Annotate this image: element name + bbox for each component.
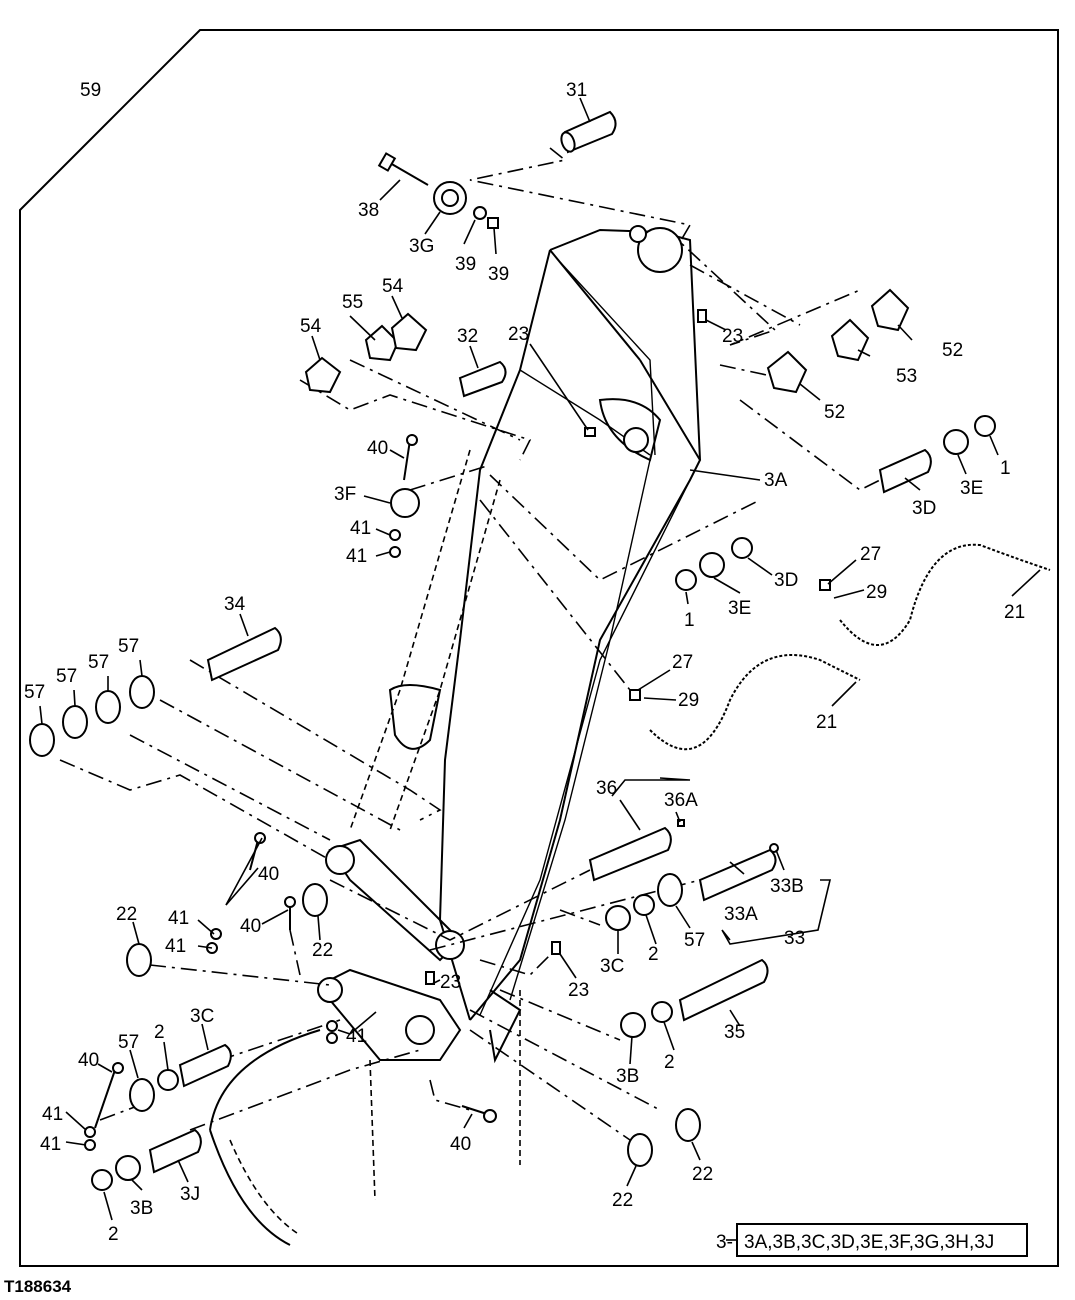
callout-label: 33A	[724, 904, 758, 925]
arm-assembly	[209, 225, 702, 1246]
callout-label: 2	[154, 1022, 165, 1043]
callout-label: 3G	[409, 236, 434, 257]
callout-label: 41	[42, 1104, 63, 1125]
callout-label: 35	[724, 1022, 745, 1043]
callout-label: 3C	[190, 1006, 214, 1027]
callout-label: 21	[816, 712, 837, 733]
callout-label: 41	[168, 908, 189, 929]
kit-note-items: 3A,3B,3C,3D,3E,3F,3G,3H,3J	[744, 1232, 994, 1253]
callout-label: 22	[612, 1190, 633, 1211]
callout-label: 29	[866, 582, 887, 603]
callout-label: 3D	[912, 498, 936, 519]
callout-label: 41	[165, 936, 186, 957]
callout-label: 40	[240, 916, 261, 937]
callout-label: 23	[440, 972, 461, 993]
callout-label: 34	[224, 594, 246, 615]
callout-label: 40	[78, 1050, 99, 1071]
callout-label: 3E	[960, 478, 983, 499]
callout-label: 3A	[764, 470, 788, 491]
callout-label: 57	[88, 652, 109, 673]
callout-label: 31	[566, 80, 587, 101]
callout-label: 2	[108, 1224, 119, 1245]
callout-label: 52	[824, 402, 845, 423]
callout-label: 57	[684, 930, 705, 951]
part-shapes	[29, 110, 1051, 1191]
callout-label: 3B	[616, 1066, 639, 1087]
callout-label: 22	[692, 1164, 713, 1185]
callout-label: 40	[450, 1134, 471, 1155]
callout-label: 2	[664, 1052, 675, 1073]
callout-label: 39	[488, 264, 509, 285]
callout-label: 22	[312, 940, 333, 961]
callout-label: 3J	[180, 1184, 200, 1205]
callout-label: 32	[457, 326, 478, 347]
callout-label: 39	[455, 254, 476, 275]
callout-label: 23	[722, 326, 743, 347]
callout-label: 55	[342, 292, 363, 313]
callout-label: 23	[508, 324, 529, 345]
callout-label: 22	[116, 904, 137, 925]
alignment-lines	[59, 147, 881, 1141]
callout-label: 41	[40, 1134, 61, 1155]
callout-label: 2	[648, 944, 659, 965]
callout-label: 3B	[130, 1198, 153, 1219]
callout-label: 3F	[334, 484, 356, 505]
callout-label: 23	[568, 980, 589, 1001]
callout-label: 3E	[728, 598, 751, 619]
callout-label: 3C	[600, 956, 624, 977]
callout-label: 33	[784, 928, 805, 949]
callout-label: 38	[358, 200, 379, 221]
callout-label: 57	[118, 636, 139, 657]
kit-note-prefix: 3-	[716, 1232, 733, 1253]
kit-note-box	[736, 1223, 1028, 1257]
callout-label: 27	[672, 652, 693, 673]
callout-label: 54	[300, 316, 322, 337]
callout-label: 59	[80, 80, 101, 101]
callout-label: 29	[678, 690, 699, 711]
leader-lines	[19, 97, 1041, 1241]
callout-label: 36	[596, 778, 617, 799]
callout-label: 33B	[770, 876, 804, 897]
callout-label: 40	[258, 864, 279, 885]
callout-label: 40	[367, 438, 388, 459]
callout-label: 36A	[664, 790, 698, 811]
callout-label: 41	[346, 546, 367, 567]
figure-reference: T188634	[4, 1277, 72, 1296]
callout-label: 54	[382, 276, 404, 297]
callout-label: 1	[684, 610, 695, 631]
callout-label: 57	[24, 682, 45, 703]
callout-label: 3D	[774, 570, 798, 591]
callout-label: 27	[860, 544, 881, 565]
callout-label: 57	[118, 1032, 139, 1053]
callout-label: 41	[346, 1026, 367, 1047]
callout-label: 41	[350, 518, 371, 539]
callout-label: 53	[896, 366, 917, 387]
callout-label: 57	[56, 666, 77, 687]
callout-labels: 59 31 38 3G 39 39 23 55 54 54 32 23 52 5…	[24, 80, 1025, 1245]
callout-label: 52	[942, 340, 963, 361]
callout-label: 21	[1004, 602, 1025, 623]
kit-note: 3- 3A,3B,3C,3D,3E,3F,3G,3H,3J	[716, 1223, 1028, 1257]
callout-label: 1	[1000, 458, 1011, 479]
